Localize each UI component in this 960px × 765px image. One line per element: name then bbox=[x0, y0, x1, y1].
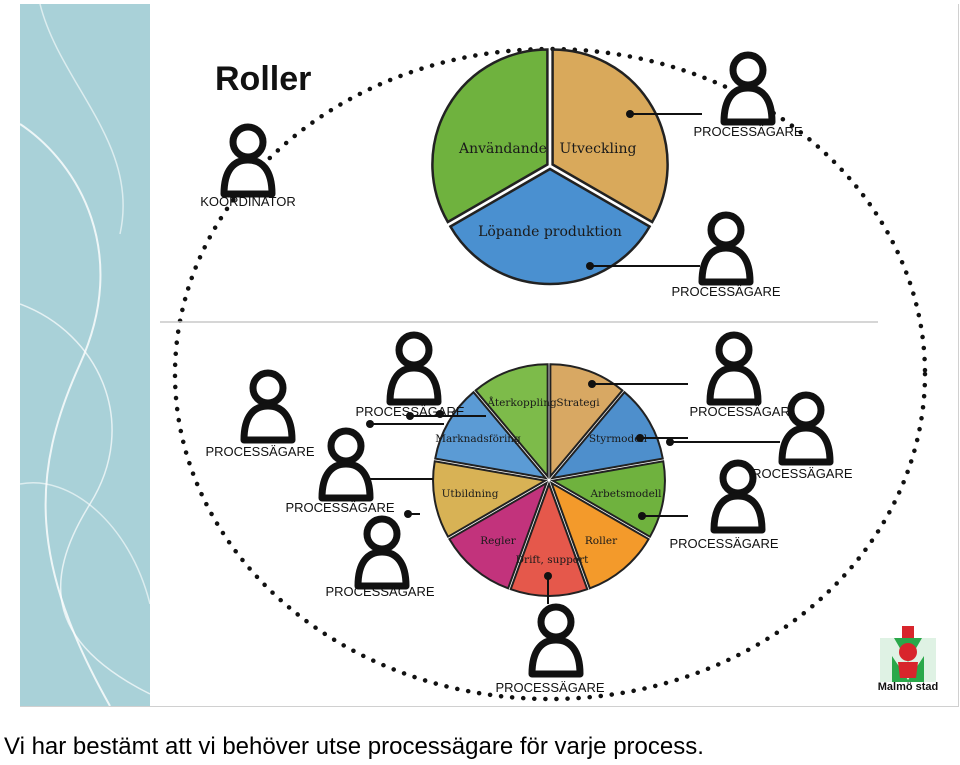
person-label: PROCESSÄGARE bbox=[689, 404, 798, 419]
decorative-sidebar bbox=[20, 4, 151, 706]
people: KOORDINATOR PROCESSÄGARE PROCESSÄGARE PROCE… bbox=[200, 51, 853, 695]
person-icon bbox=[240, 369, 296, 444]
caption: Vi har bestämt att vi behöver utse proce… bbox=[4, 733, 704, 760]
connector-dot bbox=[406, 412, 414, 420]
bottom-wheel-segment bbox=[474, 363, 549, 479]
person-label: PROCESSÄGARE bbox=[743, 466, 852, 481]
bottom-wheel-segment bbox=[549, 390, 664, 480]
person-icon bbox=[710, 459, 766, 534]
logo-text: Malmö stad bbox=[877, 681, 939, 693]
connector-dot bbox=[366, 420, 374, 428]
bottom-wheel-label: Styrmodell bbox=[589, 433, 648, 445]
person-icon bbox=[720, 51, 776, 126]
top-wheel-segment bbox=[431, 48, 549, 224]
bottom-wheel-label: Arbetsmodell bbox=[589, 488, 662, 500]
malmo-stad-logo-icon bbox=[880, 626, 936, 682]
person-icon bbox=[220, 123, 276, 198]
bottom-wheel-segment bbox=[434, 390, 549, 480]
bottom-wheel-label: Marknadsföring bbox=[435, 433, 521, 445]
connector-dot bbox=[586, 262, 594, 270]
connector-dot bbox=[588, 380, 596, 388]
person-icon bbox=[386, 331, 442, 406]
person-label: PROCESSÄGARE bbox=[325, 584, 434, 599]
bottom-wheel-segment bbox=[549, 480, 650, 590]
person-label: PROCESSÄGARE bbox=[205, 444, 314, 459]
bottom-wheel-segment bbox=[448, 480, 549, 590]
top-wheel-segment bbox=[448, 167, 652, 286]
person-icon bbox=[698, 211, 754, 286]
person-label: PROCESSÄGARE bbox=[495, 680, 604, 695]
top-wheel-segment bbox=[551, 48, 669, 224]
person-label: PROCESSÄGARE bbox=[671, 284, 780, 299]
connector-dot bbox=[666, 438, 674, 446]
bottom-wheel-label: Roller bbox=[585, 535, 618, 547]
connector-dot bbox=[544, 572, 552, 580]
person-icon bbox=[318, 427, 374, 502]
bottom-wheel-label: Strategi bbox=[556, 397, 600, 409]
person-label: KOORDINATOR bbox=[200, 194, 296, 209]
person-icon bbox=[354, 515, 410, 590]
person-label: PROCESSÄGARE bbox=[669, 536, 778, 551]
connector-dot bbox=[626, 110, 634, 118]
person-icon bbox=[528, 603, 584, 678]
bottom-wheel-segment bbox=[549, 363, 624, 479]
slide-title: Roller bbox=[215, 60, 312, 98]
top-wheel-label: Användande bbox=[458, 141, 547, 157]
connector-dot bbox=[636, 434, 644, 442]
person-label: PROCESSÄGARE bbox=[693, 124, 802, 139]
bottom-wheel-label: Utbildning bbox=[442, 488, 499, 500]
top-wheel-label: Utveckling bbox=[560, 141, 637, 157]
sidebar-curves bbox=[20, 4, 151, 706]
bottom-wheel-segment bbox=[550, 460, 666, 539]
bottom-wheel-label: Återkoppling bbox=[486, 395, 557, 409]
person-label: PROCESSÄGARE bbox=[355, 404, 464, 419]
bottom-wheel-segment bbox=[432, 460, 548, 539]
bottom-wheel-label: Drift, support bbox=[516, 554, 590, 566]
boundary-ellipse bbox=[172, 46, 928, 702]
top-wheel-label: Löpande produktion bbox=[478, 224, 622, 240]
connector-dot bbox=[638, 512, 646, 520]
person-label: PROCESSÄGARE bbox=[285, 500, 394, 515]
person-icon bbox=[706, 331, 762, 406]
person-icon bbox=[778, 391, 834, 466]
connector-dot bbox=[404, 510, 412, 518]
bottom-wheel-label: Regler bbox=[480, 535, 516, 547]
